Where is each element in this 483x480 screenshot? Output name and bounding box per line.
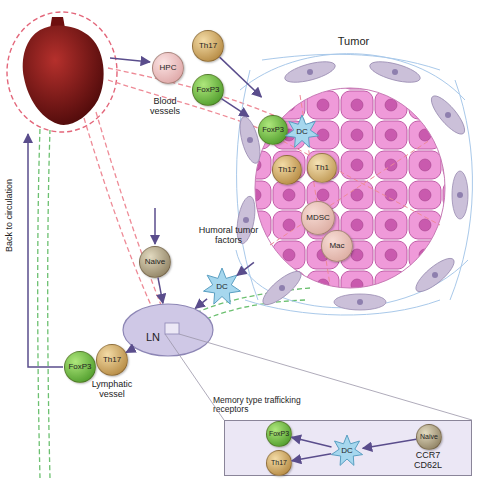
cell-circle: Mac	[321, 230, 353, 262]
flow-arrow	[110, 58, 150, 62]
cell-circle: Naive	[416, 424, 442, 450]
stromal-cell	[426, 91, 469, 138]
node-text: Naive	[145, 258, 165, 267]
flow-arrow	[292, 437, 332, 447]
stromal-cell	[258, 266, 305, 309]
cell-nucleus	[357, 299, 363, 305]
cell-circle: Th17	[272, 155, 302, 185]
node-text: FoxP3	[262, 126, 284, 134]
lymph-node-outline	[123, 304, 213, 356]
lymph-node: LN	[122, 303, 214, 357]
node-text: Memory type trafficking receptors	[213, 396, 303, 415]
cell-circle: Th17	[266, 450, 292, 476]
zoom-region	[165, 323, 179, 334]
node-text: DC	[296, 128, 308, 137]
lymphatic-vessel	[48, 130, 50, 478]
cell-nucleus	[392, 69, 398, 75]
heart-outline	[7, 12, 117, 132]
stromal-cell	[452, 171, 468, 219]
node-text: DC	[341, 447, 353, 456]
cell-circle: FoxP3	[64, 351, 96, 383]
blood-vessel	[108, 68, 280, 118]
node-text: Th1	[315, 164, 329, 173]
stromal-cell	[334, 294, 386, 310]
cell-circle: Th1	[307, 153, 337, 183]
cell-circle: Naive	[139, 246, 171, 278]
cell-circle: Th17	[192, 30, 224, 62]
flow-arrow	[237, 262, 254, 275]
blood-vessel	[96, 112, 168, 322]
dendritic-cell-outline	[285, 115, 318, 147]
node-text: DC	[216, 283, 228, 292]
node-text: Th17	[278, 166, 296, 175]
dendritic-cell: DC	[331, 435, 363, 467]
cell-nucleus	[432, 272, 438, 278]
stromal-cell	[283, 58, 337, 87]
edge-label: Humoral tumor factors	[197, 225, 259, 246]
flow-arrow	[195, 299, 207, 309]
dendritic-cell: DC	[203, 268, 241, 306]
stromal-nuclei	[243, 69, 463, 305]
node-text: Mac	[329, 242, 344, 251]
tumor-vessel	[262, 95, 440, 285]
flow-arrow	[154, 208, 156, 244]
flow-arrow	[126, 348, 134, 352]
cell-circle: Th17	[96, 344, 128, 376]
annotation-label: Back to circulation	[4, 150, 18, 280]
node-text: FoxP3	[68, 363, 91, 372]
cell-circle: HPC	[152, 52, 184, 84]
lymphatic-vessel	[38, 128, 40, 478]
flow-arrow	[158, 278, 163, 304]
cell-nucleus	[279, 285, 285, 291]
dendritic-cell-outline	[204, 268, 241, 304]
stroma-fiber	[236, 54, 472, 308]
cell-nucleus	[247, 137, 253, 143]
cell-circle: FoxP3	[258, 115, 288, 145]
annotation-label: CCR7 CD62L	[409, 450, 447, 471]
dendritic-cell: DC	[285, 115, 319, 149]
node-text: Naive	[420, 433, 438, 441]
cell-circle: FoxP3	[192, 74, 224, 106]
lymphatic-vessel	[186, 288, 310, 318]
dendritic-cell-outline	[331, 435, 362, 465]
cell-circle: FoxP3	[266, 421, 292, 447]
zoom-line	[165, 334, 472, 420]
blood-vessel	[84, 118, 160, 324]
flow-arrow	[221, 99, 248, 117]
node-text: FoxP3	[269, 430, 289, 438]
flow-arrow	[292, 454, 331, 461]
node-text: Th17	[199, 42, 217, 51]
heart	[23, 25, 104, 124]
annotation-label: Blood vessels	[140, 96, 190, 117]
annotation-label: Lymphatic vessel	[82, 379, 142, 400]
return-arrow	[28, 134, 63, 367]
cell-nucleus	[243, 217, 249, 223]
node-text: Tumor	[232, 35, 475, 47]
node-text: LN	[146, 331, 160, 343]
cell-nucleus	[457, 192, 463, 198]
lymph-node-shape	[122, 303, 214, 357]
cell-nucleus	[445, 112, 451, 118]
tumor-region: TumorFoxP3DCTh17Th1MDSCMac	[232, 50, 475, 320]
stromal-cell	[368, 58, 422, 87]
stromal-cells	[234, 58, 470, 310]
stromal-cell	[411, 253, 458, 296]
node-text: MDSC	[306, 214, 330, 223]
cell-circle: MDSC	[301, 201, 335, 235]
node-text: HPC	[160, 64, 177, 73]
cell-nucleus	[307, 69, 313, 75]
flow-arrow	[363, 439, 416, 448]
node-text: FoxP3	[196, 86, 219, 95]
flow-arrow	[220, 57, 262, 97]
tumor-cell-mass	[255, 88, 445, 288]
node-text: Th17	[271, 459, 287, 467]
node-text: Th17	[103, 356, 121, 365]
